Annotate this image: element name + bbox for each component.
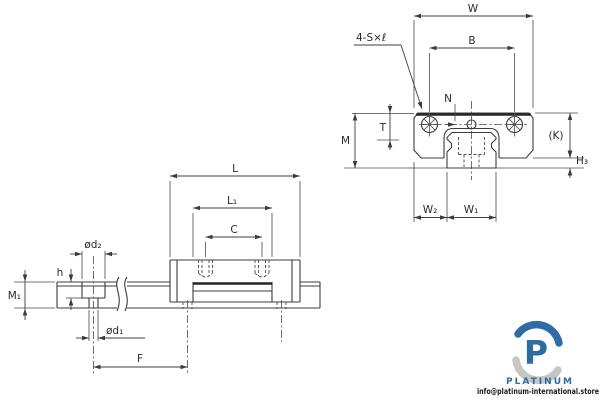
logo-swirl-blue bbox=[514, 320, 563, 347]
dim-W: W bbox=[413, 3, 534, 108]
brand-name: PLATINUM bbox=[506, 377, 574, 387]
callout-label-4Sxl: 4-S×ℓ bbox=[356, 32, 386, 44]
dim-od1: ød₁ bbox=[76, 310, 145, 341]
block-outline bbox=[413, 112, 534, 159]
block-thread-hole-right bbox=[254, 260, 270, 278]
rail-bolt-hole-hidden bbox=[458, 137, 485, 167]
dim-F: F bbox=[93, 353, 188, 370]
logo-swirl-gray bbox=[512, 356, 562, 385]
dim-B: B bbox=[429, 35, 515, 112]
dim-label-H3: H₃ bbox=[576, 155, 588, 167]
rail-side-view bbox=[56, 256, 321, 374]
break-line bbox=[116, 276, 120, 312]
dim-N: N bbox=[444, 93, 456, 127]
rail-cross-section bbox=[446, 131, 497, 169]
dim-label-T: T bbox=[379, 122, 387, 134]
dim-M1: M₁ bbox=[8, 270, 55, 320]
dim-label-od1: ød₁ bbox=[106, 325, 123, 337]
dim-label-K: (K) bbox=[548, 130, 563, 142]
dim-label-W2: W₂ bbox=[423, 204, 438, 216]
dim-od2: ød₂ bbox=[70, 239, 117, 279]
dim-label-L: L bbox=[232, 163, 238, 175]
dim-label-F: F bbox=[137, 353, 143, 365]
rail-counterbore-hole bbox=[81, 256, 106, 374]
break-line bbox=[124, 276, 128, 312]
dim-label-M1: M₁ bbox=[8, 290, 21, 302]
dim-K: (K) bbox=[535, 112, 578, 158]
dim-label-C: C bbox=[230, 224, 237, 236]
dim-label-L1: L₁ bbox=[227, 195, 237, 207]
dim-label-od2: ød₂ bbox=[84, 239, 101, 251]
cross-section-view: W B 4-S×ℓ N T bbox=[341, 3, 588, 222]
logo-letter-p: P bbox=[524, 333, 548, 372]
dim-label-W: W bbox=[468, 3, 479, 15]
dim-L1: L₁ bbox=[192, 195, 273, 257]
block-thread-hole-left bbox=[198, 260, 213, 278]
dim-label-M: M bbox=[341, 135, 350, 147]
block-side-view bbox=[169, 259, 301, 374]
side-view: L L₁ C ød₂ h bbox=[8, 163, 321, 374]
dim-C: C bbox=[205, 224, 263, 257]
dim-W2-W1: W₂ W₁ bbox=[413, 162, 497, 222]
contact-email: info@platinum-international.store bbox=[477, 387, 599, 396]
callout-4Sxl: 4-S×ℓ bbox=[354, 32, 423, 110]
dim-h: h bbox=[57, 267, 82, 310]
dim-H3: H₃ bbox=[567, 148, 588, 178]
dim-T: T bbox=[352, 104, 414, 150]
dim-M: M bbox=[341, 113, 358, 168]
dim-label-W1: W₁ bbox=[464, 204, 479, 216]
dim-label-h: h bbox=[57, 267, 64, 279]
dim-L: L bbox=[169, 163, 301, 257]
dim-label-N: N bbox=[444, 93, 452, 105]
dim-label-B: B bbox=[468, 35, 475, 47]
platinum-logo: P bbox=[512, 320, 563, 385]
watermark: P PLATINUM info@platinum-international.s… bbox=[477, 320, 599, 396]
